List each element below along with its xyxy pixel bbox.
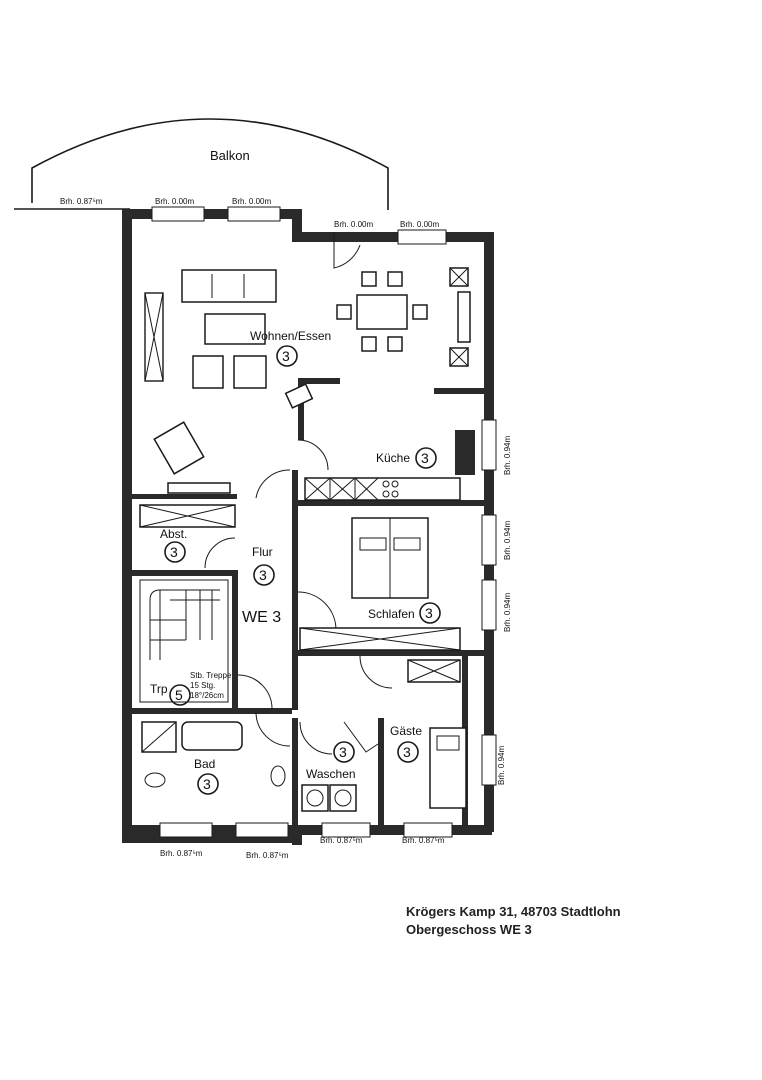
room-number-schlafen: 3 [425,605,433,621]
stair-note-1: Stb. Treppe [190,671,232,680]
brh-label-bottom-2: Brh. 0.87⁵m [246,851,289,860]
room-label-flur: Flur [252,545,273,559]
doors [204,232,393,755]
laundry-machines [301,784,357,812]
living-furniture [153,269,314,475]
bedroom-furniture [299,517,461,683]
room-number-wohnen: 3 [282,348,290,364]
room-number-circles [164,345,441,795]
brh-label-bottom-1: Brh. 0.87⁵m [160,849,203,858]
room-number-trp: 5 [175,687,183,703]
stair-note-2: 15 Stg. [190,681,215,690]
balcony-outline [31,118,389,210]
brh-label-bottom-3: Brh. 0.87⁵m [320,836,363,845]
guest-furniture [429,727,467,809]
brh-label-right-3: Brh. 0.94m [503,593,512,632]
room-number-waschen: 3 [339,744,347,760]
brh-label-1: Brh. 0.87⁵m [60,197,103,206]
storage-shelves [139,482,236,528]
room-number-gaeste: 3 [403,744,411,760]
room-label-bad: Bad [194,757,215,771]
room-label-schlafen: Schlafen [368,607,415,621]
brh-label-right-2: Brh. 0.94m [503,521,512,560]
kitchen-units [304,267,471,501]
windows [144,206,497,838]
brh-label-right-4: Brh. 0.94m [497,746,506,785]
floor-unit-line: Obergeschoss WE 3 [406,922,532,937]
room-label-waschen: Waschen [306,767,356,781]
room-label-trp: Trp [150,682,168,696]
room-number-bad: 3 [203,776,211,792]
room-number-flur: 3 [259,567,267,583]
brh-label-bottom-4: Brh. 0.87⁵m [402,836,445,845]
brh-label-2: Brh. 0.00m [155,197,194,206]
balcony-label: Balkon [210,148,250,163]
room-label-kueche: Küche [376,451,410,465]
brh-label-right-1: Brh. 0.94m [503,436,512,475]
stair-note-3: 18°/26cm [190,691,224,700]
room-number-abst: 3 [170,544,178,560]
brh-label-5: Brh. 0.00m [400,220,439,229]
room-label-gaeste: Gäste [390,724,422,738]
unit-label: WE 3 [242,609,281,626]
brh-label-3: Brh. 0.00m [232,197,271,206]
staircase [139,579,229,703]
room-number-kueche: 3 [421,450,429,466]
address-line: Krögers Kamp 31, 48703 Stadtlohn [406,904,621,919]
room-label-abst: Abst. [160,527,187,541]
brh-label-4: Brh. 0.00m [334,220,373,229]
room-label-wohnen: Wohnen/Essen [250,329,331,343]
dining-furniture [336,271,428,352]
bathroom-fixtures [141,721,286,788]
